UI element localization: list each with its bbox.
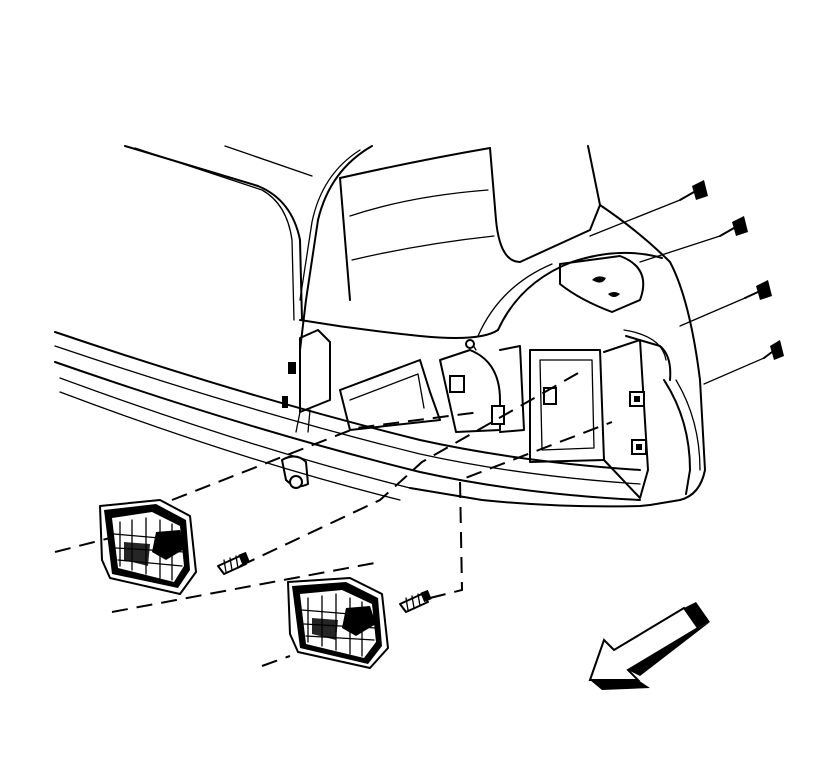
rear-fascia xyxy=(54,329,701,508)
bulb-socket-left xyxy=(217,551,250,575)
vehicle-body xyxy=(124,145,706,506)
front-direction-arrow-icon xyxy=(588,602,710,690)
lamp-housing-right xyxy=(287,577,389,669)
fastener-1 xyxy=(679,180,708,201)
fastener-4 xyxy=(763,340,784,360)
assembly-guide-lines xyxy=(54,199,765,667)
fastener-2 xyxy=(719,216,748,237)
lamp-housing-left xyxy=(99,499,197,595)
bulb-socket-right xyxy=(399,589,432,613)
fastener-3 xyxy=(744,280,772,300)
